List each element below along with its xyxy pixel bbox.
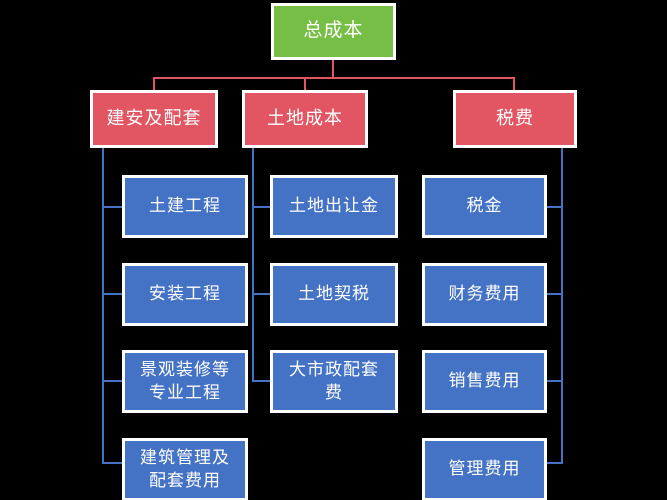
node-financial-expenses-label: 财务费用 xyxy=(448,284,521,304)
connector-branch-right-drop xyxy=(513,77,515,91)
connector-left-stub-4 xyxy=(102,462,122,464)
node-sales-expenses-label: 销售费用 xyxy=(448,371,521,391)
node-financial-expenses: 财务费用 xyxy=(422,263,547,326)
node-land-deed-tax: 土地契税 xyxy=(270,263,398,326)
node-landscape-specialty-works: 景观装修等 专业工程 xyxy=(122,350,248,413)
node-tax: 税金 xyxy=(422,175,547,238)
connector-mid-column-vertical xyxy=(252,147,254,382)
node-total-cost-label: 总成本 xyxy=(303,20,364,42)
node-civil-engineering-label: 土建工程 xyxy=(149,196,221,216)
connector-right-column-vertical xyxy=(561,147,563,464)
node-construction-management-fees: 建筑管理及 配套费用 xyxy=(122,438,248,500)
node-land-transfer-fee: 土地出让金 xyxy=(270,175,398,238)
connector-mid-stub-3 xyxy=(252,380,270,382)
node-installation-engineering: 安装工程 xyxy=(122,263,248,326)
node-taxes-fees-label: 税费 xyxy=(496,108,534,129)
connector-right-stub-3 xyxy=(547,380,563,382)
node-land-cost: 土地成本 xyxy=(242,90,368,148)
connector-branch-left-drop xyxy=(153,77,155,91)
node-civil-engineering: 土建工程 xyxy=(122,175,248,238)
node-construction-and-supporting-label: 建安及配套 xyxy=(106,108,202,129)
connector-branch-span xyxy=(153,77,515,79)
node-management-expenses: 管理费用 xyxy=(422,438,547,500)
node-construction-and-supporting: 建安及配套 xyxy=(90,90,218,148)
node-sales-expenses: 销售费用 xyxy=(422,350,547,413)
node-municipal-supporting-fee-label: 大市政配套 费 xyxy=(289,360,379,402)
node-land-transfer-fee-label: 土地出让金 xyxy=(289,196,379,216)
node-municipal-supporting-fee: 大市政配套 费 xyxy=(270,350,398,413)
node-installation-engineering-label: 安装工程 xyxy=(149,284,221,304)
node-taxes-fees: 税费 xyxy=(453,90,577,148)
node-construction-management-fees-label: 建筑管理及 配套费用 xyxy=(140,448,230,490)
connector-branch-mid-drop xyxy=(304,77,306,91)
node-total-cost: 总成本 xyxy=(271,3,396,60)
connector-left-stub-1 xyxy=(102,206,122,208)
connector-right-stub-2 xyxy=(547,293,563,295)
node-management-expenses-label: 管理费用 xyxy=(448,459,521,479)
node-land-cost-label: 土地成本 xyxy=(267,108,343,129)
connector-mid-stub-2 xyxy=(252,293,270,295)
node-tax-label: 税金 xyxy=(466,196,503,216)
connector-left-stub-2 xyxy=(102,293,122,295)
connector-left-stub-3 xyxy=(102,380,122,382)
connector-right-stub-1 xyxy=(547,206,563,208)
connector-right-stub-4 xyxy=(547,462,563,464)
connector-mid-stub-1 xyxy=(252,206,270,208)
node-landscape-specialty-works-label: 景观装修等 专业工程 xyxy=(140,360,230,402)
connector-left-column-vertical xyxy=(102,147,104,464)
connector-root-drop xyxy=(332,58,334,78)
node-land-deed-tax-label: 土地契税 xyxy=(298,284,370,304)
